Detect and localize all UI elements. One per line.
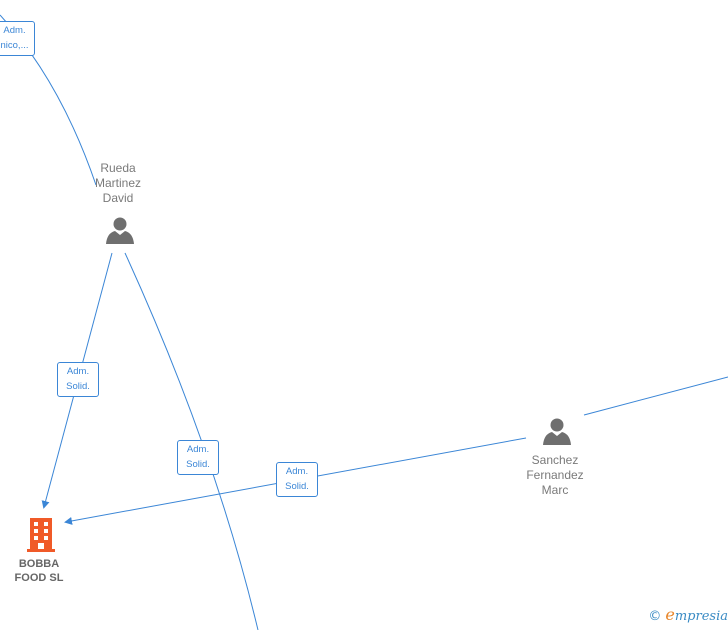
edge-label-role: Adm. [66, 366, 90, 377]
edge-label-role: nico,... [0, 40, 29, 51]
node-label: Rueda Martinez David [94, 161, 141, 205]
person-icon[interactable] [106, 217, 134, 245]
edge-label-role: Solid. [66, 381, 90, 392]
node-label: Sanchez Fernandez Marc [526, 453, 584, 497]
copyright-symbol: © [648, 609, 662, 624]
brand-name: mpresia [674, 609, 728, 624]
node-sanchez[interactable]: Sanchez Fernandez Marc [510, 453, 600, 498]
building-icon[interactable] [27, 518, 55, 552]
edge-label-rueda-bobba[interactable]: Adm. Solid. [57, 362, 99, 397]
node-bobba[interactable]: BOBBA FOOD SL [0, 557, 78, 585]
edge-label-role: Solid. [285, 481, 309, 492]
edge-label-role: Solid. [186, 459, 210, 470]
edge-label-role: Adm. [186, 444, 210, 455]
edge-sanchez-right [583, 376, 728, 416]
empresia-logo: ©empresia [648, 605, 728, 624]
edge-label-sanchez-bobba[interactable]: Adm. Solid. [276, 462, 318, 497]
edge-label-top[interactable]: Adm. nico,... [0, 21, 35, 56]
edge-label-role: Adm. [285, 466, 309, 477]
node-rueda[interactable]: Rueda Martinez David [78, 161, 158, 206]
person-icon[interactable] [543, 418, 571, 446]
edge-label-role: Adm. [3, 25, 26, 36]
node-label: BOBBA FOOD SL [14, 558, 64, 584]
brand-initial: e [665, 605, 675, 624]
edge-label-rueda-down[interactable]: Adm. Solid. [177, 440, 219, 475]
